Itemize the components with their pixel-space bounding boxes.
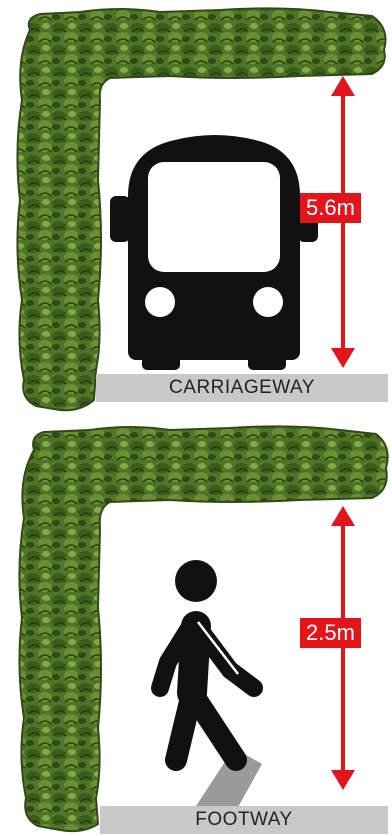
height-label: 5.6m	[300, 193, 361, 223]
height-arrow	[331, 506, 355, 790]
height-label: 2.5m	[300, 618, 361, 648]
ground-footway: FOOTWAY	[100, 806, 388, 834]
ground-label: CARRIAGEWAY	[169, 377, 315, 399]
ground-label: FOOTWAY	[195, 809, 292, 831]
ground-carriageway: CARRIAGEWAY	[96, 374, 388, 402]
pedestrian-icon	[160, 560, 254, 760]
bus-icon	[110, 135, 318, 370]
footway-panel: 2.5m FOOTWAY	[0, 418, 392, 836]
carriageway-panel: 5.6m CARRIAGEWAY	[0, 0, 392, 418]
